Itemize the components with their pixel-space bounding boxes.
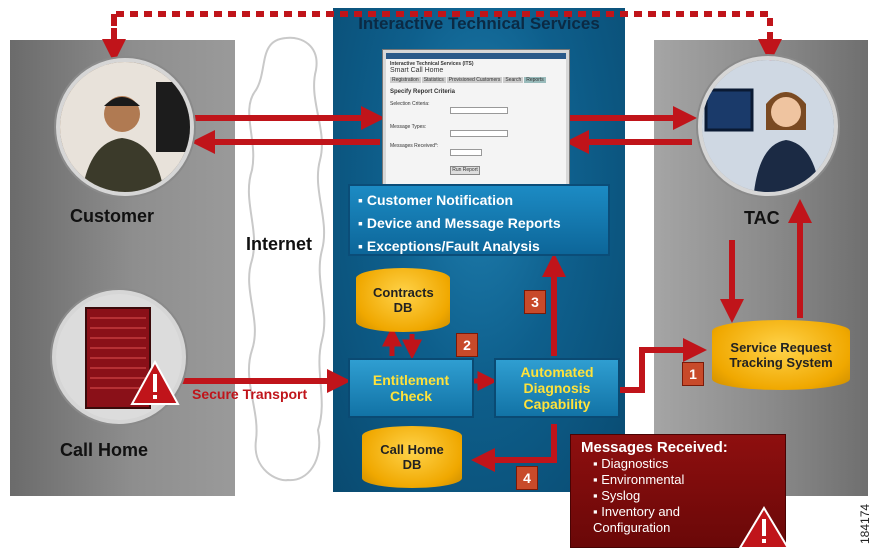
contracts-db: Contracts DB: [356, 268, 450, 332]
automated-diagnosis-label: Automated Diagnosis Capability: [520, 364, 594, 412]
service-request-label: Service Request Tracking System: [729, 340, 833, 370]
step-1-badge: 1: [682, 362, 704, 386]
customer-label: Customer: [70, 206, 155, 226]
message-item: ▪ Syslog: [593, 488, 641, 503]
feature-item: ▪ Exceptions/Fault Analysis: [358, 238, 540, 254]
feature-item: ▪ Customer Notification: [358, 192, 514, 208]
internet-label: Internet: [246, 234, 313, 254]
screen-tab[interactable]: Search: [503, 77, 524, 83]
screen-section: Specify Report Criteria: [390, 89, 456, 95]
screen-field-label: Message Types:: [390, 124, 427, 130]
step-3-badge: 3: [524, 290, 546, 314]
person-icon: [60, 62, 190, 192]
its-screenshot: Interactive Technical Services (ITS) Sma…: [383, 50, 569, 188]
callhome-db-label: Call Home DB: [380, 442, 444, 472]
messages-title: Messages Received:: [581, 439, 728, 456]
screen-select[interactable]: [450, 107, 508, 114]
feature-label: Device and Message Reports: [366, 215, 561, 231]
screen-tab[interactable]: Statistics: [421, 77, 446, 83]
screen-tab[interactable]: Reports: [524, 77, 546, 83]
entitlement-check-label: Entitlement Check: [372, 372, 450, 404]
figure-id: 184174: [858, 503, 872, 545]
message-item-label: Inventory and Configuration: [593, 504, 681, 535]
center-title: Interactive Technical Services: [358, 14, 600, 33]
internet-cloud: [247, 36, 326, 482]
screen-input[interactable]: [450, 149, 482, 156]
service-request-db: Service Request Tracking System: [712, 320, 850, 390]
secure-transport-label: Secure Transport: [192, 386, 308, 402]
step-4-badge: 4: [516, 466, 538, 490]
message-item-label: Environmental: [601, 472, 685, 487]
step-2-badge: 2: [456, 333, 478, 357]
tac-label: TAC: [744, 208, 780, 228]
warning-icon: [738, 506, 790, 549]
screen-select[interactable]: [450, 130, 508, 137]
feature-item: ▪ Device and Message Reports: [358, 215, 561, 231]
contracts-db-label: Contracts DB: [373, 285, 434, 315]
agent-icon: [702, 60, 834, 192]
screen-tab[interactable]: Registration: [390, 77, 421, 83]
message-item: ▪ Inventory and Configuration: [593, 504, 681, 535]
screen-topbar: [386, 53, 566, 59]
screen-tab[interactable]: Provisioned Customers: [446, 77, 503, 83]
feature-label: Exceptions/Fault Analysis: [366, 238, 540, 254]
customer-photo: [56, 58, 194, 196]
callhome-db: Call Home DB: [362, 426, 462, 488]
message-item-label: Diagnostics: [601, 456, 669, 471]
screen-field-label: Messages Received*:: [390, 143, 439, 149]
screen-field-label: Selection Criteria:: [390, 101, 430, 107]
callhome-label: Call Home: [60, 440, 149, 460]
message-item: ▪ Environmental: [593, 472, 685, 487]
messages-received-box: Messages Received: ▪ Diagnostics ▪ Envir…: [570, 434, 786, 548]
screen-header: Interactive Technical Services (ITS): [390, 61, 474, 67]
screen-run-button[interactable]: Run Report: [450, 166, 480, 175]
entitlement-check-box: Entitlement Check: [348, 358, 474, 418]
message-item-label: Syslog: [601, 488, 641, 503]
message-item: ▪ Diagnostics: [593, 456, 669, 471]
screen-app-name: Smart Call Home: [390, 67, 444, 74]
features-box: ▪ Customer Notification ▪ Device and Mes…: [348, 184, 610, 256]
warning-icon: [130, 360, 180, 405]
automated-diagnosis-box: Automated Diagnosis Capability: [494, 358, 620, 418]
feature-label: Customer Notification: [366, 192, 514, 208]
tac-photo: [698, 56, 838, 196]
